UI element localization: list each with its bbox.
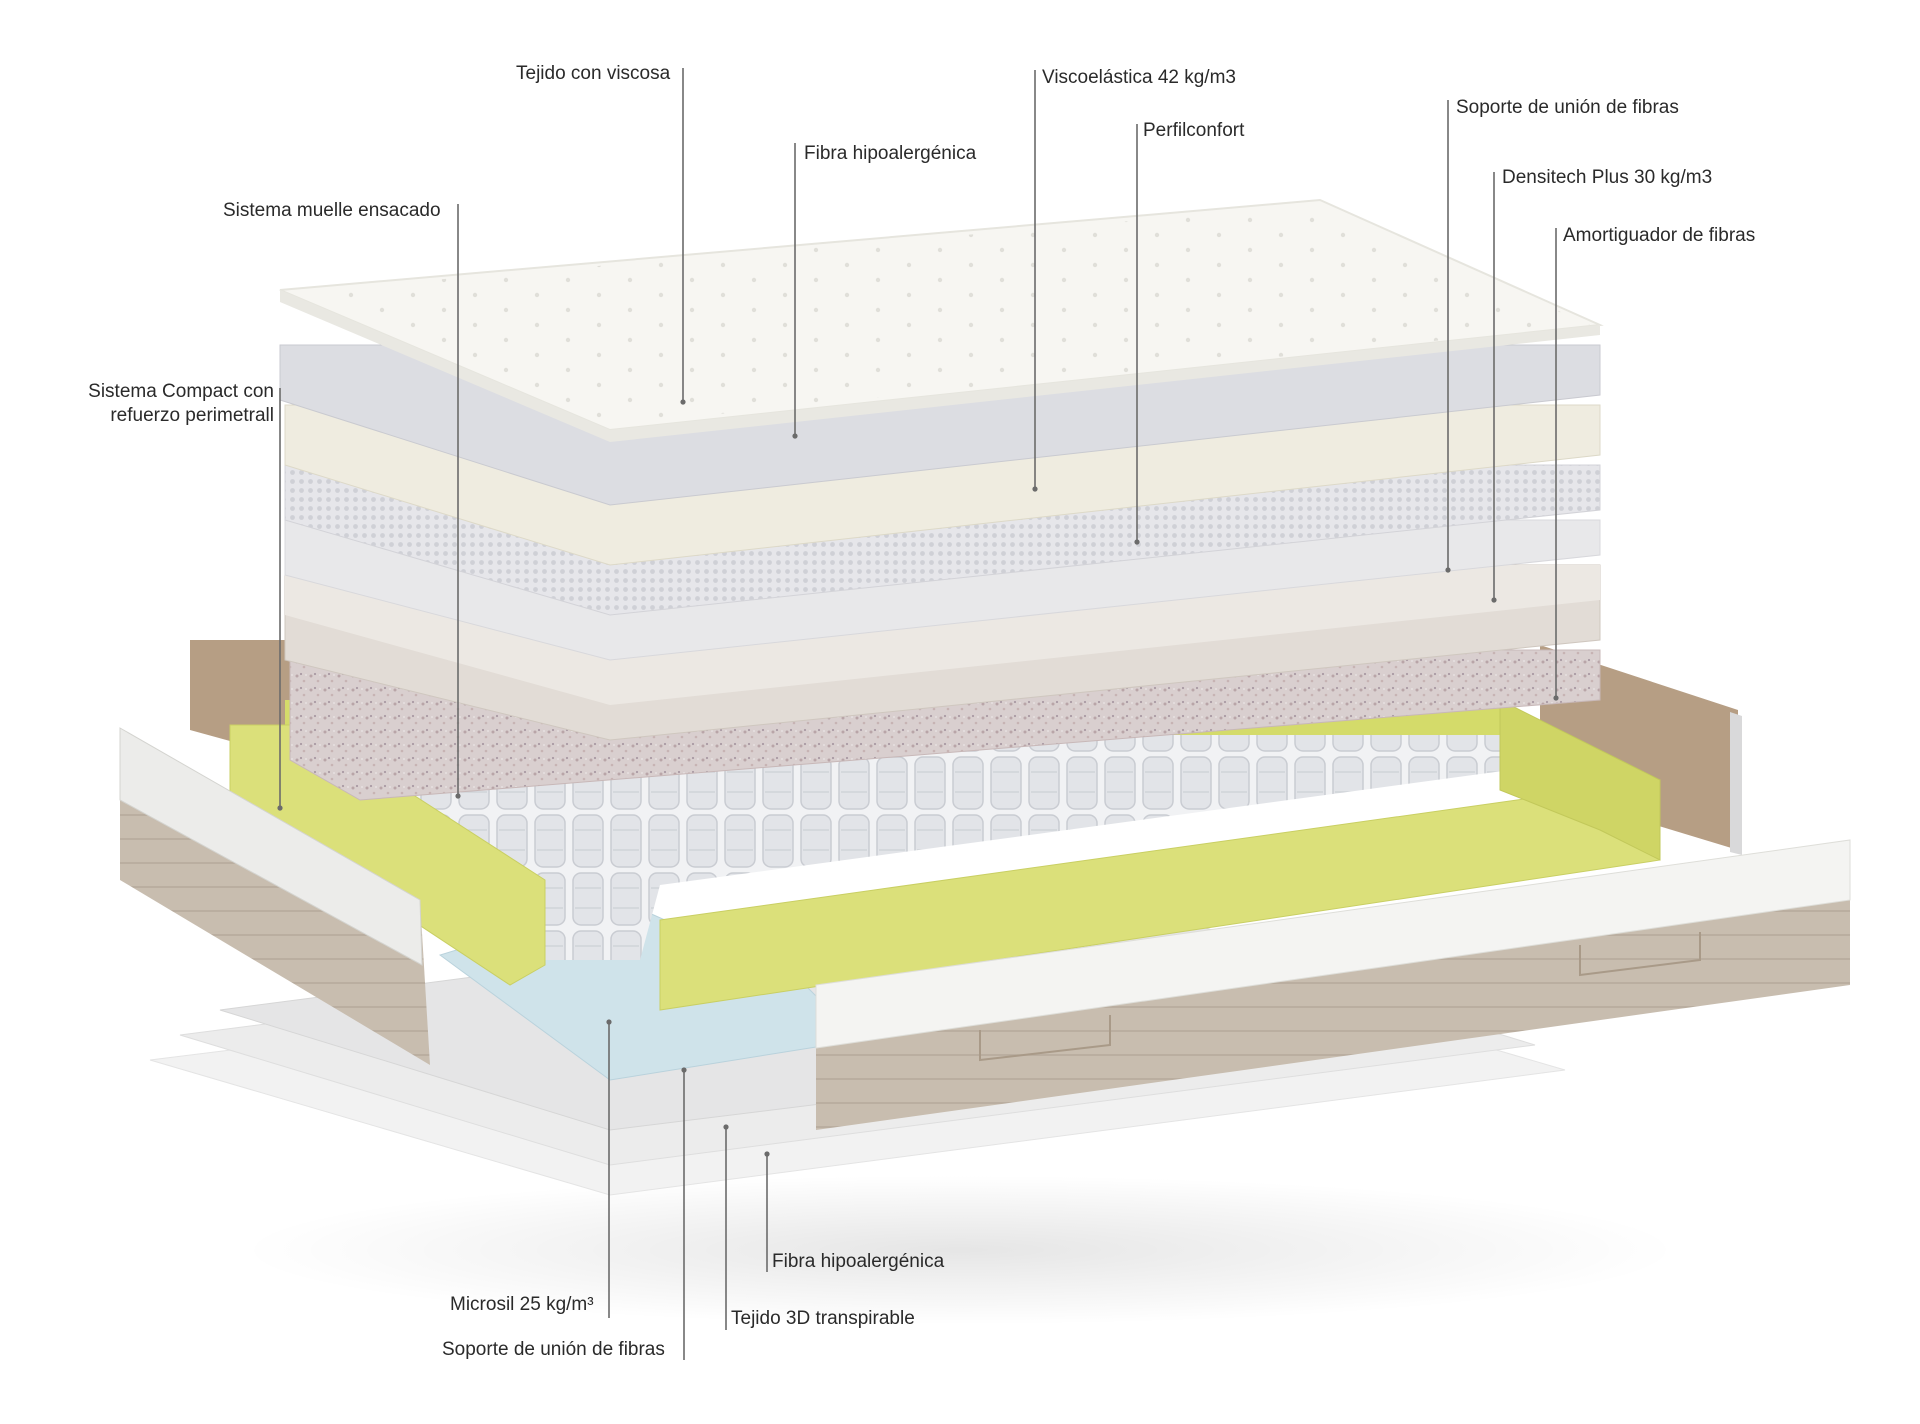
leader-amortiguador-dot bbox=[1553, 695, 1559, 701]
leader-soporte-union-top-dot bbox=[1445, 567, 1451, 573]
label-viscoelastica: Viscoelástica 42 kg/m3 bbox=[1042, 67, 1236, 88]
label-compact-line1: Sistema Compact con bbox=[88, 381, 274, 402]
front-panel-handle-1 bbox=[979, 1015, 1111, 1062]
leader-soporte-union-bottom-dot bbox=[681, 1067, 687, 1073]
pocket-springs bbox=[350, 720, 1510, 960]
floor-shadow bbox=[240, 1175, 1680, 1325]
leader-tejido-viscosa-dot bbox=[680, 399, 686, 405]
leader-fibra-hipo-bottom-dot bbox=[764, 1151, 770, 1157]
foam-right bbox=[1499, 699, 1661, 861]
leader-lines bbox=[277, 68, 1559, 1360]
label-soporte-union-bottom: Soporte de unión de fibras bbox=[442, 1339, 665, 1360]
leader-perfilconfort-dot bbox=[1134, 539, 1140, 545]
left-side-panel-top bbox=[119, 727, 423, 966]
front-side-panel-top bbox=[815, 839, 1851, 1049]
label-tejido-viscosa: Tejido con viscosa bbox=[516, 63, 671, 84]
label-compact-line2: refuerzo perimetrall bbox=[110, 405, 274, 426]
leader-tejido-3d-dot bbox=[723, 1124, 729, 1130]
leader-densitech-dot bbox=[1491, 597, 1497, 603]
label-muelle-ensacado: Sistema muelle ensacado bbox=[223, 200, 441, 221]
leader-microsil-dot bbox=[606, 1019, 612, 1025]
label-densitech: Densitech Plus 30 kg/m3 bbox=[1502, 167, 1713, 188]
label-perfilconfort: Perfilconfort bbox=[1143, 120, 1245, 141]
back-right-panel-edge bbox=[1730, 712, 1742, 855]
label-fibra-hipoalergenica-bottom: Fibra hipoalergénica bbox=[772, 1251, 945, 1272]
leader-muelle-ensacado-dot bbox=[455, 793, 461, 799]
leader-compact-dot bbox=[277, 805, 283, 811]
leader-fibra-hipo-top-dot bbox=[792, 433, 798, 439]
label-fibra-hipoalergenica-top: Fibra hipoalergénica bbox=[804, 143, 977, 164]
label-amortiguador: Amortiguador de fibras bbox=[1563, 225, 1756, 246]
label-microsil: Microsil 25 kg/m³ bbox=[450, 1294, 594, 1315]
label-soporte-union-top: Soporte de unión de fibras bbox=[1456, 97, 1679, 118]
top-fabric-quilting bbox=[290, 205, 1590, 425]
front-panel-handle-2 bbox=[1579, 932, 1701, 977]
label-tejido-3d: Tejido 3D transpirable bbox=[731, 1308, 915, 1329]
leader-viscoelastica-dot bbox=[1032, 486, 1038, 492]
